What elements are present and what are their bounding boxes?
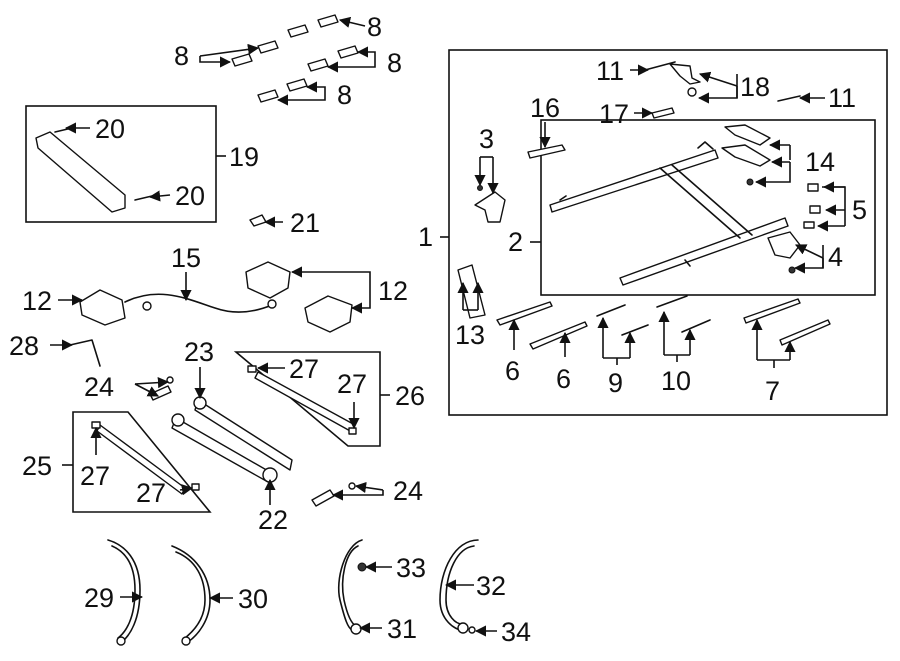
drain-hoses-part <box>107 539 479 646</box>
small-parts-11-17-18 <box>644 61 801 119</box>
callout-29: 29 <box>84 583 114 613</box>
callout-22: 22 <box>258 505 288 535</box>
group-box-1 <box>440 49 888 416</box>
group-box-2 <box>530 119 876 296</box>
callout-8d: 8 <box>337 80 352 110</box>
callout-19: 19 <box>229 142 259 172</box>
callout-26: 26 <box>395 381 425 411</box>
callout-28: 28 <box>9 331 39 361</box>
callout-31: 31 <box>387 614 417 644</box>
callout-32: 32 <box>476 571 506 601</box>
callout-21: 21 <box>290 208 320 238</box>
callout-20b: 20 <box>175 181 205 211</box>
callout-8a: 8 <box>367 12 382 42</box>
callout-16: 16 <box>530 93 560 123</box>
deflector-part <box>527 144 566 159</box>
callout-5: 5 <box>852 195 867 225</box>
callout-7: 7 <box>765 376 780 406</box>
callout-13: 13 <box>455 320 485 350</box>
callout-33: 33 <box>396 553 426 583</box>
bracket-3-part <box>474 185 506 223</box>
pads-8-part <box>231 14 359 103</box>
callout-24b: 24 <box>393 476 423 506</box>
rod-28-part <box>69 339 101 367</box>
callout-25: 25 <box>22 451 52 481</box>
roller-shade-part <box>171 396 293 483</box>
callout-4: 4 <box>828 242 843 272</box>
callout-34: 34 <box>501 617 531 647</box>
motors-cable-part <box>79 261 353 333</box>
bracket-4-part <box>767 231 801 274</box>
rail-brackets-part <box>721 124 771 186</box>
callout-27b: 27 <box>337 369 367 399</box>
callout-17: 17 <box>599 99 629 129</box>
callout-18: 18 <box>740 72 770 102</box>
callout-2: 2 <box>508 227 523 257</box>
callout-12b: 12 <box>378 276 408 306</box>
callout-11b: 11 <box>828 83 856 113</box>
group-box-25 <box>62 411 212 513</box>
callout-27c: 27 <box>80 461 110 491</box>
callout-10: 10 <box>661 366 691 396</box>
sunroof-frame-part <box>549 141 789 286</box>
callout-27d: 27 <box>136 478 166 508</box>
callout-27a: 27 <box>289 354 319 384</box>
callout-9: 9 <box>608 368 623 398</box>
callout-8c: 8 <box>387 48 402 78</box>
callout-14: 14 <box>805 147 835 177</box>
shade-bar-part <box>35 127 153 213</box>
group-box-19 <box>25 105 226 223</box>
clip-21-part <box>249 214 267 227</box>
callout-3: 3 <box>479 124 494 154</box>
callout-1: 1 <box>418 222 433 252</box>
callout-15: 15 <box>171 243 201 273</box>
callout-12a: 12 <box>22 286 52 316</box>
callout-numbers: 1 2 3 4 5 6 6 7 8 8 8 8 9 10 11 11 12 12… <box>9 12 867 647</box>
callout-24a: 24 <box>84 372 114 402</box>
callout-20a: 20 <box>95 114 125 144</box>
clip-set-part <box>803 183 821 229</box>
group-box-26 <box>233 351 390 447</box>
callout-8b: 8 <box>174 41 189 71</box>
callout-23: 23 <box>184 337 214 367</box>
shade-panels-part <box>91 365 357 495</box>
callout-6a: 6 <box>505 356 520 386</box>
callout-11a: 11 <box>596 56 624 86</box>
callout-6b: 6 <box>556 364 571 394</box>
leader-lines <box>50 16 846 637</box>
callout-30: 30 <box>238 584 268 614</box>
